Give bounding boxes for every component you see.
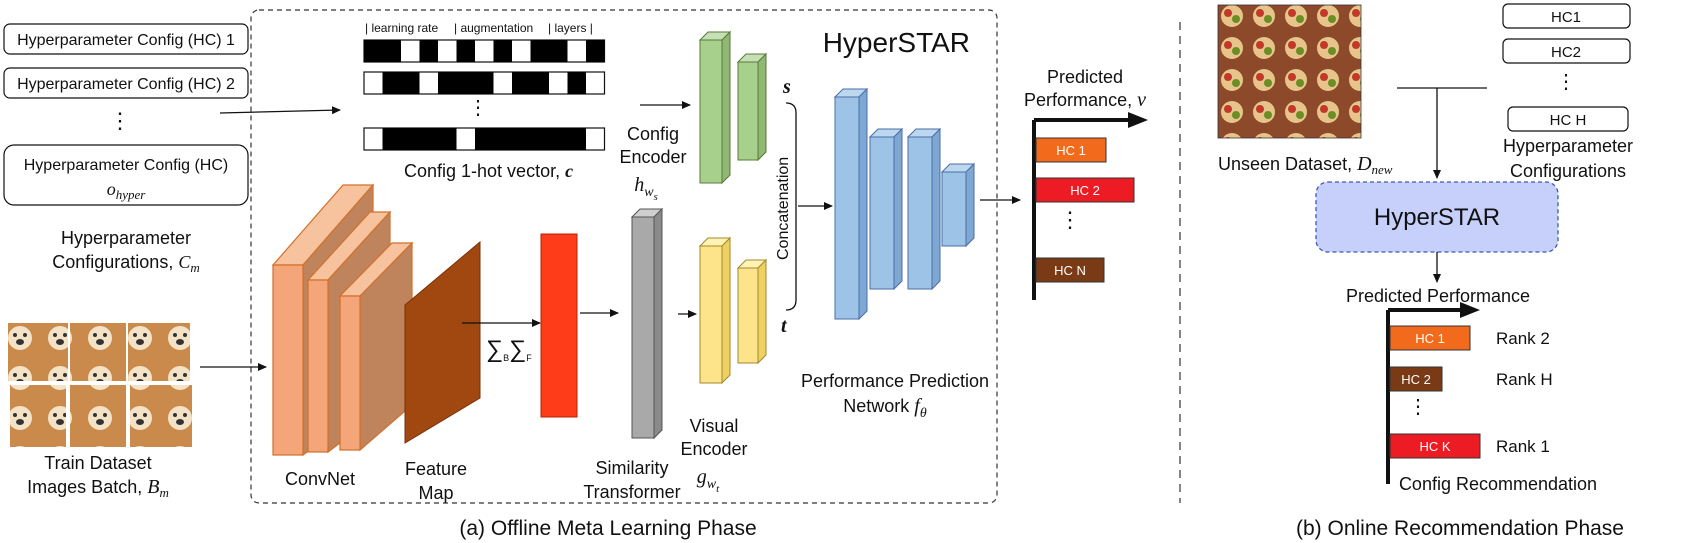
arrow-hc-to-onehot: [219, 106, 341, 115]
concat-bracket: [785, 102, 797, 311]
hc-configs-label-line1: Hyperparameter: [61, 228, 191, 248]
convnet-label: ConvNet: [285, 469, 355, 489]
offline-bar: HC 1: [1035, 137, 1107, 163]
unseen-dataset-label: Unseen Dataset, Dnew: [1218, 153, 1393, 177]
onehot-caption: Config 1-hot vector, c: [404, 161, 573, 181]
online-bar: HC 2 Rank H: [1389, 366, 1553, 392]
predicted-line2: Performance, v: [1024, 89, 1146, 111]
similarity-red-block: [540, 233, 578, 418]
hc-dots: ⋮: [109, 108, 131, 133]
online-bar-label: HC 1: [1415, 331, 1445, 346]
hyperstar-frame: [250, 9, 998, 504]
online-axis-arrowhead: [1460, 302, 1480, 318]
online-predicted-label: Predicted Performance: [1346, 286, 1530, 306]
onehot-dots: ⋮: [468, 97, 488, 119]
onehot-vector-row: [363, 71, 606, 95]
offline-bars-dots: ⋮: [1059, 207, 1081, 232]
offline-caption: (a) Offline Meta Learning Phase: [459, 517, 756, 540]
online-bar-label: HC K: [1419, 439, 1450, 454]
hc-box-general: Hyperparameter Config (HC) ohyper: [3, 144, 249, 206]
online-hc-box-2-label: HC2: [1551, 44, 1581, 61]
visual-encoder-symbol: gwt: [697, 466, 720, 495]
onehot-header-lr: | learning rate: [365, 21, 438, 35]
sum-operator: ∑B∑F: [486, 336, 532, 363]
config-encoder-block: [698, 30, 768, 185]
hyperstar-title: HyperSTAR: [823, 27, 970, 58]
hc-configs-label-line2: Configurations, Cm: [52, 252, 199, 275]
offline-bar-label: HC 2: [1070, 183, 1100, 198]
similarity-line2: Transformer: [583, 482, 680, 502]
visual-encoder-line1: Visual: [690, 416, 739, 436]
online-hc-label-line1: Hyperparameter: [1503, 136, 1633, 156]
hc-box-1-label: Hyperparameter Config (HC) 1: [17, 32, 235, 49]
train-images-batch: [8, 323, 192, 447]
online-hc-box-2: HC2: [1502, 38, 1631, 64]
hc-box-2: Hyperparameter Config (HC) 2: [3, 67, 249, 99]
online-bars-dots: ⋮: [1408, 396, 1428, 418]
hc-general-line1: Hyperparameter Config (HC): [24, 157, 229, 174]
hc-box-2-label: Hyperparameter Config (HC) 2: [17, 76, 235, 93]
online-bar: HC K Rank 1: [1389, 433, 1550, 459]
online-hc-box-h: HC H: [1507, 106, 1629, 132]
config-encoder-line2: Encoder: [619, 147, 686, 167]
online-hc-box-h-label: HC H: [1550, 112, 1587, 129]
online-hc-box-1: HC1: [1502, 3, 1631, 29]
similarity-line1: Similarity: [595, 458, 668, 478]
unseen-dataset-images: [1217, 4, 1362, 139]
perf-network-line2: Network fθ: [843, 395, 927, 421]
offline-bar-label: HC 1: [1056, 143, 1086, 158]
onehot-vectors: [363, 39, 606, 151]
offline-bar: HC N: [1035, 257, 1105, 283]
convnet-block: [271, 183, 414, 457]
concat-label: Concatenation: [775, 157, 792, 260]
online-bar: HC 1 Rank 2: [1389, 325, 1550, 351]
hc-box-1: Hyperparameter Config (HC) 1: [3, 23, 249, 55]
online-bars: HC 1 Rank 2 HC 2 Rank H HC K Rank 1: [1389, 325, 1553, 459]
predicted-axis-arrowhead: [1128, 112, 1148, 128]
visual-encoder-line2: Encoder: [680, 439, 747, 459]
offline-bar-label: HC N: [1054, 263, 1086, 278]
feature-map-line2: Map: [418, 483, 453, 503]
onehot-vector-row: [363, 127, 606, 151]
visual-encoder-block: [698, 236, 768, 385]
config-encoder-line1: Config: [627, 124, 679, 144]
config-recommendation-label: Config Recommendation: [1399, 474, 1597, 494]
onehot-header-aug: | augmentation: [454, 21, 533, 35]
online-bar-rank: Rank 1: [1496, 437, 1550, 456]
similarity-transformer-block: [630, 207, 664, 440]
performance-network-block: [833, 87, 976, 321]
train-label-line2: Images Batch, Bm: [27, 476, 169, 500]
online-hyperstar-label: HyperSTAR: [1374, 204, 1500, 231]
online-hc-box-1-label: HC1: [1551, 9, 1581, 26]
offline-bars: HC 1 HC 2 HC N: [1035, 137, 1135, 283]
online-hyperstar-box: [1315, 181, 1559, 253]
t-label: t: [781, 315, 788, 337]
feature-map-line1: Feature: [405, 459, 467, 479]
config-encoder-symbol: hws: [634, 174, 658, 203]
offline-bar: HC 2: [1035, 177, 1135, 203]
online-hc-label-line2: Configurations: [1510, 161, 1626, 181]
online-bar-label: HC 2: [1401, 372, 1431, 387]
perf-network-line1: Performance Prediction: [801, 371, 989, 391]
online-bar-rank: Rank H: [1496, 370, 1553, 389]
online-hc-dots: ⋮: [1556, 71, 1576, 93]
train-label-line1: Train Dataset: [44, 453, 151, 473]
s-label: s: [782, 76, 791, 98]
onehot-vector-row: [363, 39, 606, 63]
online-caption: (b) Online Recommendation Phase: [1296, 517, 1624, 540]
online-bar-rank: Rank 2: [1496, 329, 1550, 348]
onehot-header-layers: | layers |: [548, 21, 593, 35]
feature-map-block: [404, 240, 481, 444]
hc-general-line2: ohyper: [107, 179, 147, 202]
predicted-line1: Predicted: [1047, 67, 1123, 87]
